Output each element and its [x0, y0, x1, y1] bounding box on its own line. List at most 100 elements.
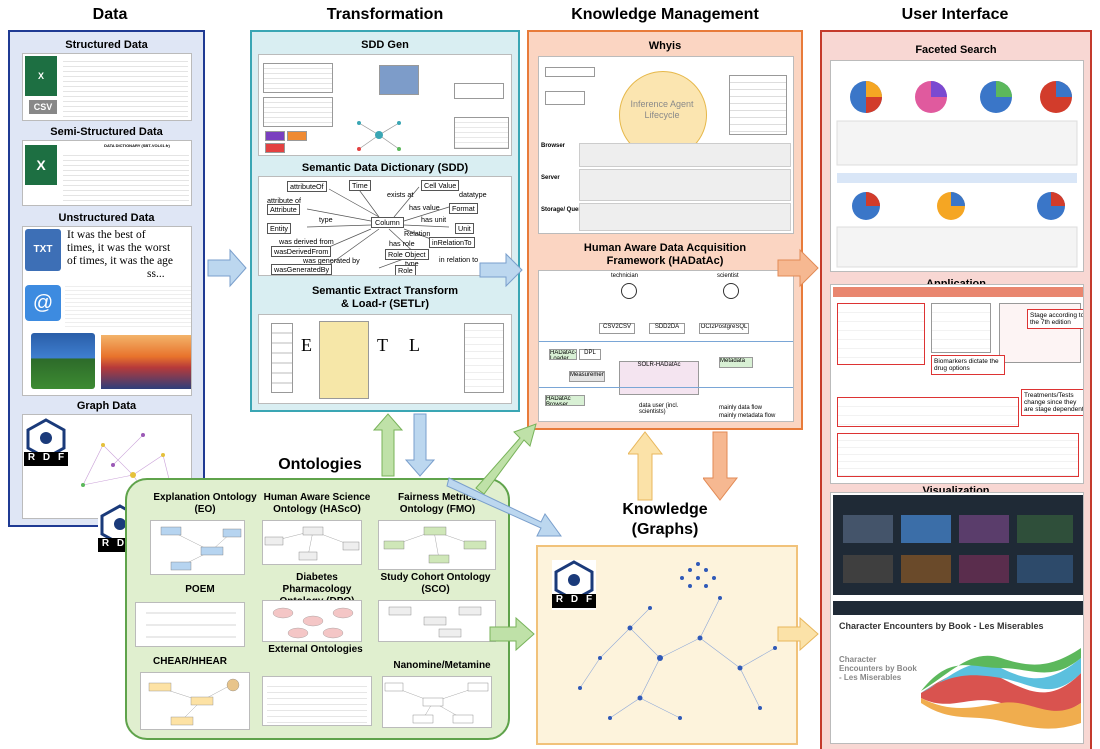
sdd-node: wasDerivedFrom [271, 246, 332, 257]
sdd-edge-label: type [319, 215, 333, 224]
hadatac-heading-line: Framework (HADatAc) [606, 255, 724, 267]
server-row [579, 169, 791, 201]
whyis-row-label: Storage/ Query [541, 207, 585, 213]
knowledge-graphs-heading: Knowledge (Graphs) [600, 500, 730, 540]
viz-gallery-tile [959, 515, 1009, 543]
book-excerpt: It was the best of times, it was the wor… [67, 229, 191, 281]
structured-data-thumbnail: X CSV [22, 53, 192, 121]
structured-data-heading: Structured Data [65, 39, 148, 51]
application-screenshot: Stage according to the 7th edition Bioma… [830, 284, 1084, 484]
ontology-thumbnail [262, 676, 372, 726]
landscape-photo [101, 335, 191, 389]
knowledge-graph-network [578, 562, 777, 720]
viz-gallery-tile [901, 555, 951, 583]
setlr-output-box [464, 323, 504, 393]
rdf-letter: D [116, 538, 125, 549]
email-icon: @ [25, 285, 61, 321]
streamgraph-chart [921, 648, 1081, 729]
km-to-ui-arrow [777, 248, 819, 288]
ontology-thumbnail [382, 676, 492, 728]
column-heading-user-interface: User Interface [901, 6, 1009, 23]
semi-structured-data-thumbnail: X DATA DICTIONARY (SBT-VOL01.fr) [22, 140, 192, 206]
hadatac-actor: data user (incl. scientists) [639, 403, 679, 415]
ontology-thumbnail [150, 520, 245, 575]
transformation-to-knowledge-arrow [446, 477, 562, 537]
excel-icon: X [25, 56, 57, 96]
excerpt-line: ss... [147, 268, 165, 280]
lifecycle-label: Inference Agent Lifecycle [630, 99, 694, 120]
browser-row [579, 143, 791, 167]
spread-table [931, 303, 991, 353]
viz-gallery-tile [843, 515, 893, 543]
sdd-node: Unit [455, 223, 474, 234]
callout-biomarkers: Biomarkers dictate the drug options [931, 355, 1005, 375]
sdd-edge-label: type [405, 259, 419, 268]
sdd-edge-label: attribute of [267, 196, 301, 205]
ontology-graph-icon [272, 607, 354, 639]
sdd-heading: Semantic Data Dictionary (SDD) [301, 162, 469, 174]
callout-treatments: Treatments/Tests change since they are s… [1021, 389, 1083, 416]
storage-row [579, 203, 791, 231]
ontology-thumbnail [135, 602, 245, 647]
lifecycle-step [545, 67, 595, 77]
hadatac-layer-line [539, 387, 793, 388]
sdd-node: Role [395, 265, 416, 275]
sdd-gen-table [263, 63, 333, 93]
transformation-to-km-arrow [479, 252, 523, 288]
app-header-bar [833, 287, 1083, 297]
column-heading-transformation: Transformation [326, 6, 444, 23]
hadatac-component: DPL [579, 349, 601, 360]
ontology-graph-icon [148, 678, 240, 726]
sdd-edge-label: has unit [421, 215, 447, 224]
sdd-node: Role Object [385, 249, 429, 260]
agent-list [729, 75, 787, 135]
hadatac-component: HADatAc-Loader [549, 349, 577, 360]
hadatac-component: HADatAc Browser [545, 395, 585, 406]
viz-gallery [833, 495, 1083, 595]
sdd-edge-label: Relation [404, 229, 431, 238]
sdd-gen-diagram [258, 54, 512, 156]
sdd-diagram: attributeOf Time Cell Value exists at da… [258, 176, 512, 276]
drug-table [837, 433, 1079, 477]
rdf-letter: F [585, 594, 593, 605]
ontology-label: Nanomine/Metamine [393, 660, 491, 671]
sdd-edge-label: was generated by [303, 256, 360, 265]
ontology-thumbnail [378, 520, 496, 570]
setlr-letter: L [409, 335, 420, 355]
sdd-edge-label: has value [409, 203, 440, 212]
ontologies-to-km-arrow [475, 423, 537, 495]
ontologies-to-knowledge-arrow [489, 616, 535, 652]
sdd-node: inRelationTo [429, 237, 475, 248]
lifecycle-step [545, 91, 585, 105]
hadatac-component: CSV2CSV [599, 323, 635, 334]
rdf-hexagon-icon [26, 418, 66, 460]
faceted-search-charts [836, 81, 1078, 268]
data-dictionary-table [63, 151, 189, 203]
setlr-heading: Semantic Extract Transform & Load-r (SET… [252, 285, 518, 311]
ontology-thumbnail [262, 600, 362, 642]
data-to-transformation-arrow [207, 248, 247, 288]
setlr-heading-line: Semantic Extract Transform [311, 285, 459, 297]
ontology-graph-icon [388, 606, 482, 638]
ontology-graph-icon [383, 526, 487, 564]
hadatac-actor: technician [611, 273, 639, 279]
unstructured-data-thumbnail: TXT It was the best of times, it was the… [22, 226, 192, 396]
whyis-row-label: Server [541, 175, 560, 181]
excerpt-line: times, it was the worst [67, 242, 171, 254]
ontology-graph-icon [384, 682, 489, 724]
rdf-logo: RDF [98, 504, 142, 554]
knowledge-graphs-heading-line: (Graphs) [631, 521, 699, 538]
viz-title: Character Encounters by Book - Les Miser… [839, 621, 1044, 631]
whyis-row-label: Browser [541, 143, 566, 149]
hadatac-layer-line [539, 341, 793, 342]
hadatac-architecture-diagram: technician scientist CSV2CSV SDD2DA DPL … [538, 270, 794, 422]
setlr-letter: T [377, 335, 388, 355]
ontology-thumbnail [140, 672, 250, 730]
callout-stage: Stage according to the 7th edition [1027, 309, 1083, 329]
external-ontology-list [267, 681, 367, 723]
sdd-gen-output-box [454, 83, 504, 99]
txt-file-icon: TXT [25, 229, 61, 271]
rdf-letter: R [101, 538, 110, 549]
